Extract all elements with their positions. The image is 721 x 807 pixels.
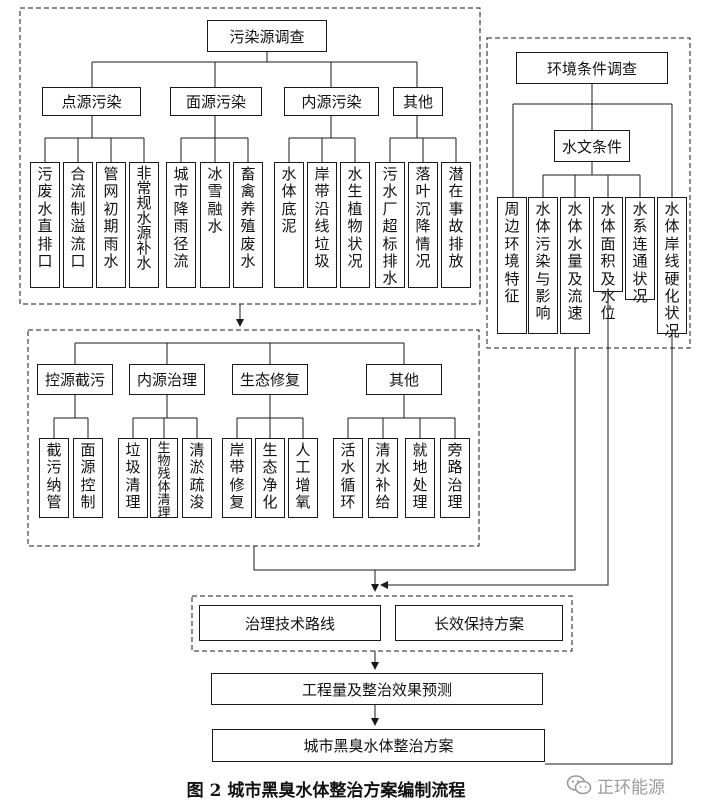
item-initial-rainwater: 管网初期雨水 [96,162,126,288]
prediction-box: 工程量及整治效果预测 [211,673,543,705]
item-leaf-deposition: 落叶沉降情况 [408,162,438,288]
item-garbage-cleanup: 垃圾清理 [118,438,148,518]
item-dredging: 清淤疏浚 [182,438,212,518]
item-sewage-outfall: 污废水直排口 [30,162,60,288]
item-area-level: 水体面积及水位 [593,197,623,322]
item-shoreline-hardening: 水体岸线硬化状况 [657,197,687,339]
watermark-text: 正环能源 [597,777,665,798]
item-accident-discharge: 潜在事故排放 [441,162,471,288]
item-connectivity: 水系连通状况 [625,197,655,305]
measure-internal-treatment: 内源治理 [129,364,205,395]
pollution-survey-title: 污染源调查 [207,20,327,52]
measure-ecological-restoration: 生态修复 [232,364,308,395]
measure-other: 其他 [366,364,442,395]
item-unconventional-water: 非常规水源补水 [129,162,159,288]
long-term-plan-box: 长效保持方案 [395,605,563,641]
item-onsite-treatment: 就地处理 [405,438,435,518]
item-combined-overflow: 合流制溢流口 [63,162,93,288]
item-water-circulation: 活水循环 [333,438,363,518]
item-nonpoint-control: 面源控制 [73,438,103,518]
item-aquatic-plants: 水生植物状况 [340,162,370,288]
item-bio-residue-cleanup: 生物残体清理 [150,438,178,520]
tech-route-box: 治理技术路线 [199,605,381,641]
figure-caption: 图 2 城市黑臭水体整治方案编制流程 [186,781,466,801]
item-clean-water-supply: 清水补给 [368,438,398,518]
item-livestock-wastewater: 畜禽养殖废水 [233,162,263,288]
measure-source-control: 控源截污 [37,364,113,395]
item-surroundings: 周边环境特征 [497,197,527,334]
hydrology-title: 水文条件 [554,130,630,162]
item-snowmelt: 冰雪融水 [200,162,230,288]
pollution-survey-frame [19,7,481,305]
item-aeration: 人工增氧 [288,438,318,518]
watermark: 正环能源 [566,771,716,799]
item-pollution-impact: 水体污染与影响 [528,197,558,334]
item-sediment: 水体底泥 [274,162,304,288]
plan-frame [191,595,573,652]
item-bypass-treatment: 旁路治理 [440,438,470,518]
item-urban-runoff: 城市降雨径流 [166,162,196,288]
final-plan-box: 城市黑臭水体整治方案 [212,729,545,762]
category-other-source: 其他 [393,87,443,116]
environment-survey-title: 环境条件调查 [516,52,668,84]
item-interception: 截污纳管 [39,438,69,518]
category-internal-source: 内源污染 [284,87,379,116]
item-shore-garbage: 岸带沿线垃圾 [307,162,337,288]
wechat-icon [566,775,592,795]
item-shore-restoration: 岸带修复 [222,438,252,518]
category-point-source: 点源污染 [42,87,141,116]
item-eco-purification: 生态净化 [255,438,285,518]
item-plant-overflow: 污水厂超标排水 [375,162,405,288]
category-nonpoint-source: 面源污染 [170,87,262,116]
item-volume-flow: 水体水量及流速 [560,197,590,334]
